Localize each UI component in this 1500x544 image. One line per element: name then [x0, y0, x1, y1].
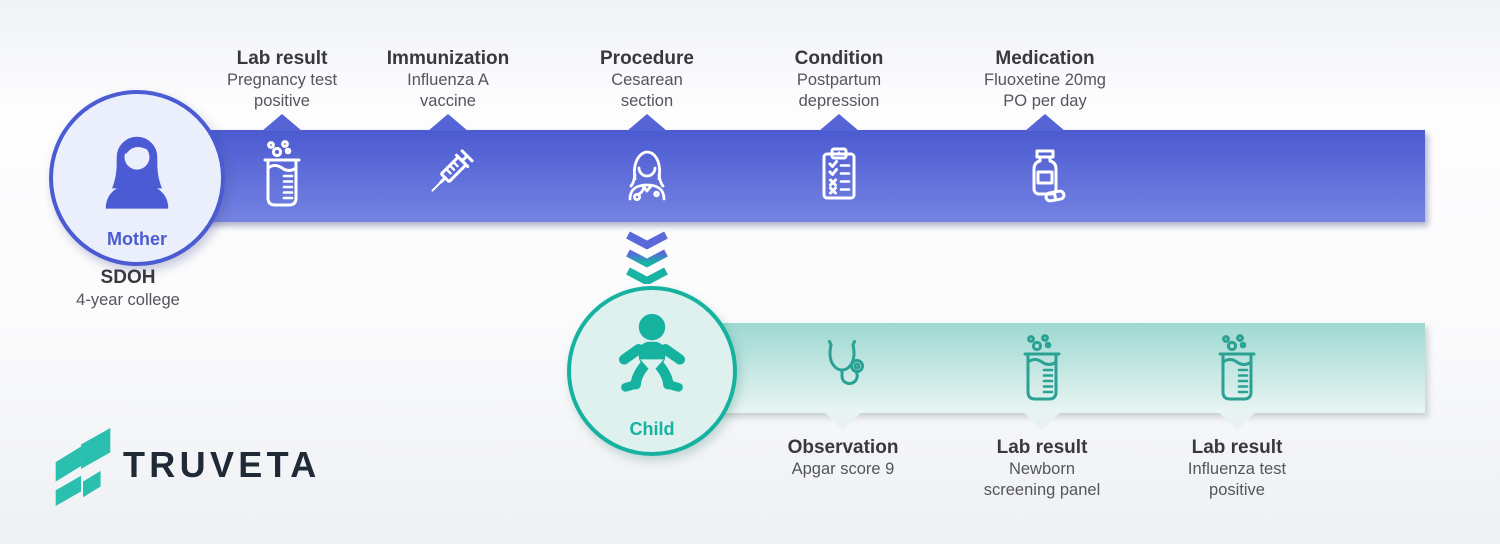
event-pointer	[1218, 412, 1256, 430]
event-title: Immunization	[386, 48, 510, 69]
event-title: Lab result	[1191, 437, 1283, 458]
event-title: Lab result	[996, 437, 1088, 458]
sdoh-block: SDOH 4-year college	[28, 266, 228, 311]
pill-bottle-icon	[1013, 139, 1077, 211]
event-pointer	[824, 412, 862, 430]
syringe-icon	[416, 139, 480, 211]
event-pointer	[627, 114, 667, 131]
doctor-icon	[615, 139, 679, 211]
child-avatar-label: Child	[629, 419, 675, 439]
mother-avatar: Mother	[49, 90, 225, 266]
event-title: Lab result	[236, 48, 328, 69]
sdoh-title: SDOH	[100, 267, 156, 288]
child-avatar: Child	[567, 286, 737, 456]
truveta-logo-mark-icon	[55, 427, 111, 506]
clipboard-icon	[807, 139, 871, 211]
child-timeline-event: Observation Apgar score 9	[728, 0, 958, 544]
event-subtitle: Apgar score 9	[791, 460, 895, 478]
event-pointer	[428, 114, 468, 131]
lab-beaker-icon	[1010, 333, 1074, 405]
event-label: Observation Apgar score 9	[728, 436, 958, 480]
event-pointer	[262, 114, 302, 131]
event-pointer	[1023, 412, 1061, 430]
event-title: Observation	[787, 437, 899, 458]
sdoh-subtitle: 4-year college	[76, 291, 180, 309]
truveta-wordmark: TRUVETA	[123, 444, 321, 485]
event-title: Condition	[794, 48, 884, 69]
child-baby-icon	[605, 308, 699, 402]
stethoscope-icon	[811, 333, 875, 405]
event-title: Medication	[995, 48, 1095, 69]
event-title: Procedure	[600, 48, 694, 69]
lab-beaker-icon	[250, 139, 314, 211]
mother-avatar-label: Mother	[107, 229, 167, 249]
mother-woman-icon	[87, 118, 187, 218]
lab-beaker-icon	[1205, 333, 1269, 405]
mother-timeline-bar	[134, 130, 1425, 222]
timeline-connector-chevrons-icon	[626, 231, 668, 284]
